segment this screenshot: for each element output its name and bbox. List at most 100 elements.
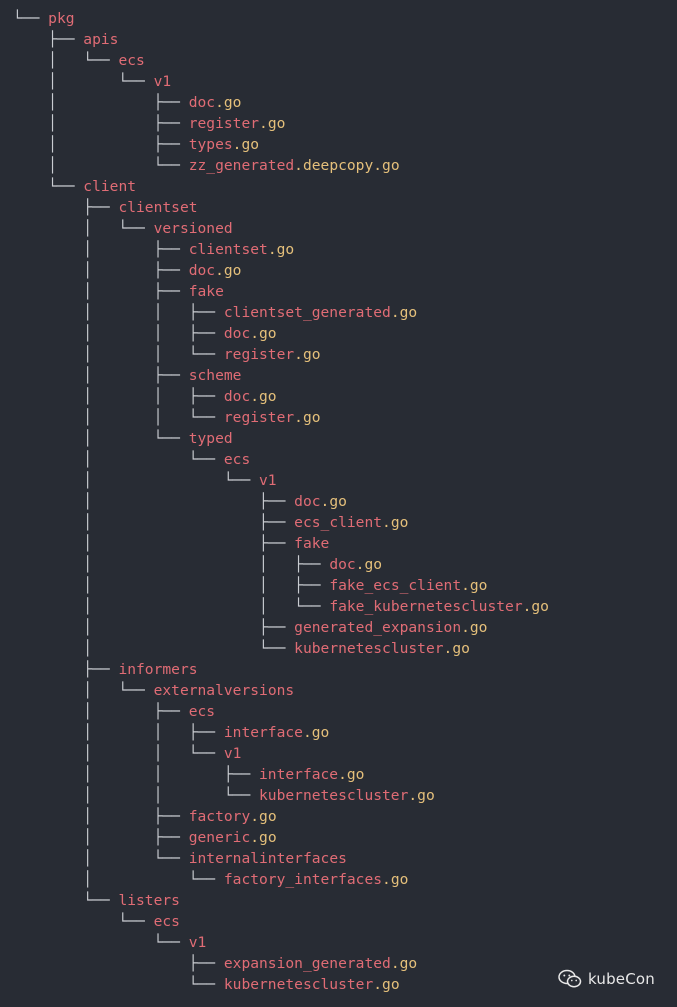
file-extension: .go xyxy=(461,577,488,594)
tree-branch: │ ├── xyxy=(13,283,189,300)
tree-branch: │ │ └── xyxy=(13,346,224,363)
file-extension: .go xyxy=(250,808,277,825)
file-extension: .go xyxy=(302,724,330,741)
file-extension: .go xyxy=(259,115,286,132)
file-name: factory xyxy=(188,808,251,825)
tree-branch: ├── xyxy=(13,31,84,48)
tree-branch: └── xyxy=(13,913,154,930)
tree-line: │ └── v1 xyxy=(13,470,277,491)
watermark: kubeCon xyxy=(558,967,655,991)
tree-branch: │ └── xyxy=(13,52,119,69)
directory-name: apis xyxy=(83,31,119,48)
file-name: factory_interfaces xyxy=(223,871,383,888)
tree-line: │ │ └── register.go xyxy=(13,344,321,365)
directory-name: v1 xyxy=(188,934,207,951)
tree-line: └── v1 xyxy=(13,932,207,953)
file-name: doc xyxy=(329,556,356,573)
file-extension: .go xyxy=(250,388,277,405)
file-name: register xyxy=(223,346,295,363)
file-extension: .go xyxy=(373,976,400,993)
tree-line: │ ├── doc.go xyxy=(13,260,241,281)
tree-line: │ │ ├── fake_ecs_client.go xyxy=(13,575,487,596)
file-extension: .go xyxy=(355,556,383,573)
directory-name: ecs xyxy=(118,52,145,69)
tree-line: │ ├── fake xyxy=(13,533,329,554)
tree-branch: │ └── xyxy=(13,430,189,447)
tree-branch: │ └── xyxy=(13,73,154,90)
tree-line: │ ├── ecs_client.go xyxy=(13,512,408,533)
tree-branch: │ │ └── xyxy=(13,598,330,615)
file-name: kubernetescluster xyxy=(294,640,444,657)
tree-line: ├── expansion_generated.go xyxy=(13,953,417,974)
file-name: types xyxy=(188,136,233,153)
file-extension: .go xyxy=(382,871,409,888)
tree-line: │ └── kubernetescluster.go xyxy=(13,638,470,659)
tree-line: │ └── v1 xyxy=(13,71,171,92)
wechat-icon xyxy=(558,969,582,988)
tree-branch: │ │ └── xyxy=(13,787,260,804)
directory-name: client xyxy=(83,178,137,195)
tree-line: │ │ └── register.go xyxy=(13,407,320,428)
tree-line: │ └── ecs xyxy=(13,449,250,470)
directory-name: v1 xyxy=(259,472,277,489)
tree-branch: │ ├── xyxy=(13,94,189,111)
tree-line: │ ├── clientset.go xyxy=(13,239,294,260)
tree-line: │ ├── register.go xyxy=(13,113,285,134)
tree-branch: └── xyxy=(13,10,49,27)
directory-name: v1 xyxy=(223,745,242,762)
tree-branch: │ ├── xyxy=(13,136,189,153)
tree-branch: │ ├── xyxy=(13,619,295,636)
file-name: interface xyxy=(223,724,303,741)
tree-branch: │ ├── xyxy=(13,535,295,552)
tree-line: ├── apis xyxy=(13,29,118,50)
tree-line: │ │ ├── doc.go xyxy=(13,386,277,407)
file-extension: .go xyxy=(390,955,418,972)
directory-name: informers xyxy=(118,661,198,678)
file-name: interface xyxy=(259,766,339,783)
tree-line: │ └── internalinterfaces xyxy=(13,848,347,869)
file-extension: .go xyxy=(267,241,295,258)
file-name: zz_generated xyxy=(188,157,295,174)
file-name: register xyxy=(188,115,260,132)
file-name: fake_ecs_client xyxy=(329,577,462,594)
tree-branch: │ └── xyxy=(13,682,154,699)
directory-name: clientset xyxy=(118,199,198,216)
tree-branch: │ │ └── xyxy=(13,409,224,426)
directory-name: ecs xyxy=(188,703,216,720)
directory-name: internalinterfaces xyxy=(188,850,347,867)
tree-branch: │ │ ├── xyxy=(13,304,224,321)
watermark-text: kubeCon xyxy=(587,970,655,988)
file-name: register xyxy=(223,409,295,426)
file-name: ecs_client xyxy=(294,514,383,531)
tree-line: │ │ ├── interface.go xyxy=(13,722,329,743)
tree-line: ├── informers xyxy=(13,659,198,680)
file-name: doc xyxy=(188,262,216,279)
directory-name: externalversions xyxy=(153,682,295,699)
tree-line: │ ├── factory.go xyxy=(13,806,277,827)
file-extension: .go xyxy=(320,493,347,510)
tree-branch: │ └── xyxy=(13,220,154,237)
file-extension: .go xyxy=(390,304,418,321)
file-extension: .go xyxy=(443,640,470,657)
tree-branch: │ ├── xyxy=(13,241,189,258)
tree-line: │ ├── doc.go xyxy=(13,491,347,512)
file-extension: .go xyxy=(294,346,321,363)
file-name: generic xyxy=(188,829,251,846)
tree-branch: │ ├── xyxy=(13,367,189,384)
directory-name: pkg xyxy=(48,10,75,27)
tree-line: │ ├── types.go xyxy=(13,134,259,155)
tree-line: ├── clientset xyxy=(13,197,198,218)
file-name: clientset_generated xyxy=(223,304,391,321)
tree-branch: └── xyxy=(13,892,119,909)
file-name: expansion_generated xyxy=(223,955,391,972)
file-extension: .go xyxy=(250,829,277,846)
tree-branch: │ │ ├── xyxy=(13,556,330,573)
directory-name: ecs xyxy=(223,451,251,468)
tree-line: │ ├── scheme xyxy=(13,365,241,386)
file-name: clientset xyxy=(188,241,268,258)
tree-line: └── pkg xyxy=(13,8,75,29)
tree-branch: │ └── xyxy=(13,871,224,888)
tree-branch: └── xyxy=(13,178,84,195)
file-name: generated_expansion xyxy=(294,619,462,636)
